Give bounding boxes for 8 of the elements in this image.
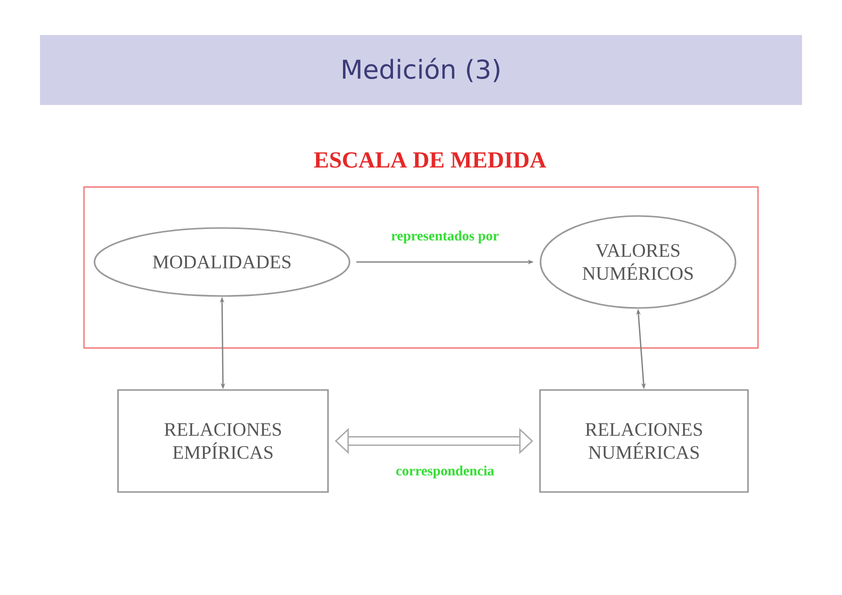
ellipse-node: MODALIDADES xyxy=(94,227,350,297)
edge-label: correspondencia xyxy=(394,464,496,480)
edge-label: representados por xyxy=(390,230,500,244)
title-banner: Medición (3) xyxy=(40,35,802,105)
heading: ESCALA DE MEDIDA xyxy=(314,152,546,168)
relation-box: RELACIONES EMPÍRICAS xyxy=(117,389,329,493)
relation-box: RELACIONES NUMÉRICAS xyxy=(539,389,749,493)
ellipse-node: VALORES NUMÉRICOS xyxy=(540,215,736,309)
